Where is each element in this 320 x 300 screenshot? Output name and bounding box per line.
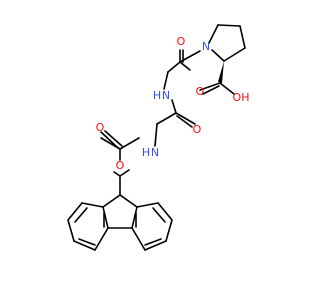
bond <box>223 47 246 62</box>
bond <box>131 206 138 229</box>
bond <box>78 238 96 246</box>
bond <box>211 49 225 62</box>
bond <box>157 202 173 221</box>
bond <box>217 24 241 27</box>
bond <box>152 207 166 223</box>
bond <box>113 171 121 177</box>
bond <box>167 61 181 73</box>
atom-label-oxygen: O <box>196 85 205 98</box>
bond <box>136 202 159 208</box>
bond <box>67 219 75 242</box>
fluorene-group <box>67 194 173 251</box>
bond <box>74 207 88 223</box>
atom-label-oxygen: O <box>177 35 186 48</box>
bond <box>104 130 123 147</box>
glycine-backbone <box>156 49 201 128</box>
atom-label-hydroxyl: OH <box>233 91 250 104</box>
bond <box>119 194 138 208</box>
bond <box>165 219 173 242</box>
bond <box>102 194 121 208</box>
bond <box>176 115 193 128</box>
atom-label-oxygen: O <box>96 121 105 134</box>
chemical-structure: O N O OH N H O N H O O <box>67 24 250 251</box>
bond <box>119 169 130 177</box>
bond <box>131 227 146 251</box>
bond <box>154 123 158 147</box>
atom-label-nitrogen: N <box>162 89 170 102</box>
atom-label-hydrogen: H <box>142 146 150 159</box>
bond <box>94 227 109 251</box>
bond <box>119 137 140 150</box>
bond <box>219 82 235 95</box>
bond <box>239 25 246 49</box>
atom-label-hydrogen: H <box>153 89 161 102</box>
bond <box>67 202 83 221</box>
stereo-wedge <box>218 61 224 83</box>
bond <box>144 240 167 251</box>
bond <box>208 24 219 44</box>
atom-label-oxygen: O <box>116 159 125 172</box>
bond <box>199 82 221 91</box>
bond <box>175 112 196 125</box>
carbamate-group <box>100 123 158 196</box>
bond <box>171 99 177 114</box>
bond <box>163 71 169 90</box>
bond <box>144 238 162 246</box>
bond <box>202 85 220 95</box>
atom-labels: O N O OH N H O N H O O <box>96 35 250 172</box>
bond <box>156 112 177 125</box>
atom-label-nitrogen: N <box>151 146 159 159</box>
bond <box>100 131 119 149</box>
atom-label-nitrogen: N <box>202 40 210 53</box>
bond <box>81 202 104 208</box>
atom-label-oxygen: O <box>193 123 202 136</box>
bond <box>102 206 109 229</box>
bond <box>179 50 201 63</box>
bond <box>179 61 191 71</box>
bond <box>73 240 96 251</box>
proline-ring <box>199 24 246 95</box>
